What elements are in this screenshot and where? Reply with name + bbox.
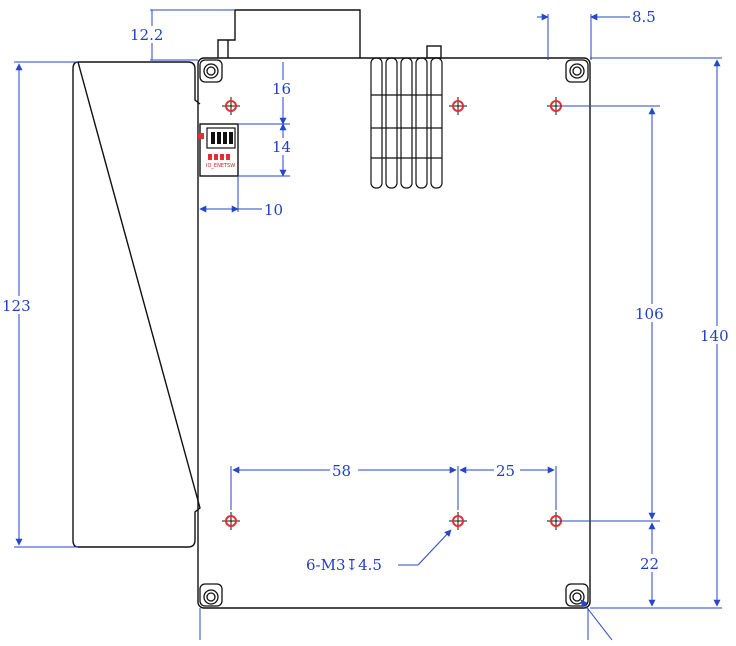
- switch-red-mark: [198, 133, 204, 139]
- dim-58: 58: [332, 462, 351, 480]
- hole-bottom-mid: [449, 512, 467, 530]
- dim-123: 123: [2, 297, 31, 315]
- switch-label: IO_ENETSW: [206, 163, 235, 169]
- heatsink-block: [72, 61, 201, 548]
- hole-top-mid: [449, 97, 467, 115]
- dim-16: 16: [272, 80, 291, 98]
- screw-bottom-right: [565, 583, 589, 607]
- dimension-lines: [14, 9, 722, 641]
- dim-12-2: 12.2: [130, 26, 163, 44]
- dim-14: 14: [272, 138, 291, 156]
- hole-top-left: [222, 97, 240, 115]
- hole-callout: 6-M3↧4.5: [306, 556, 382, 574]
- main-plate: [197, 57, 591, 609]
- dim-22: 22: [640, 555, 659, 573]
- dim-8-5: 8.5: [632, 8, 656, 26]
- heatsink-fins: [370, 57, 443, 189]
- top-connector: [217, 9, 361, 58]
- part-outline: IO_ENETSW: [72, 9, 591, 609]
- switch-block: [206, 127, 236, 149]
- switch-red-pins: [208, 154, 230, 160]
- bottom-extension-lines: [199, 608, 589, 640]
- dim-25: 25: [496, 462, 515, 480]
- dim-106: 106: [635, 305, 664, 323]
- switch-housing: [199, 123, 239, 177]
- switch-levers: [211, 132, 233, 144]
- dim-10: 10: [264, 201, 283, 219]
- screw-top-right: [565, 59, 589, 83]
- top-post: [426, 45, 442, 59]
- hole-bottom-left: [222, 512, 240, 530]
- dimension-labels: 12.2 8.5 16 14 10 123 106 140 58 25 22 6…: [0, 8, 736, 574]
- screw-top-left: [199, 59, 223, 83]
- dim-140: 140: [700, 327, 729, 345]
- corner-screws: [199, 59, 589, 607]
- screw-bottom-left: [199, 583, 223, 607]
